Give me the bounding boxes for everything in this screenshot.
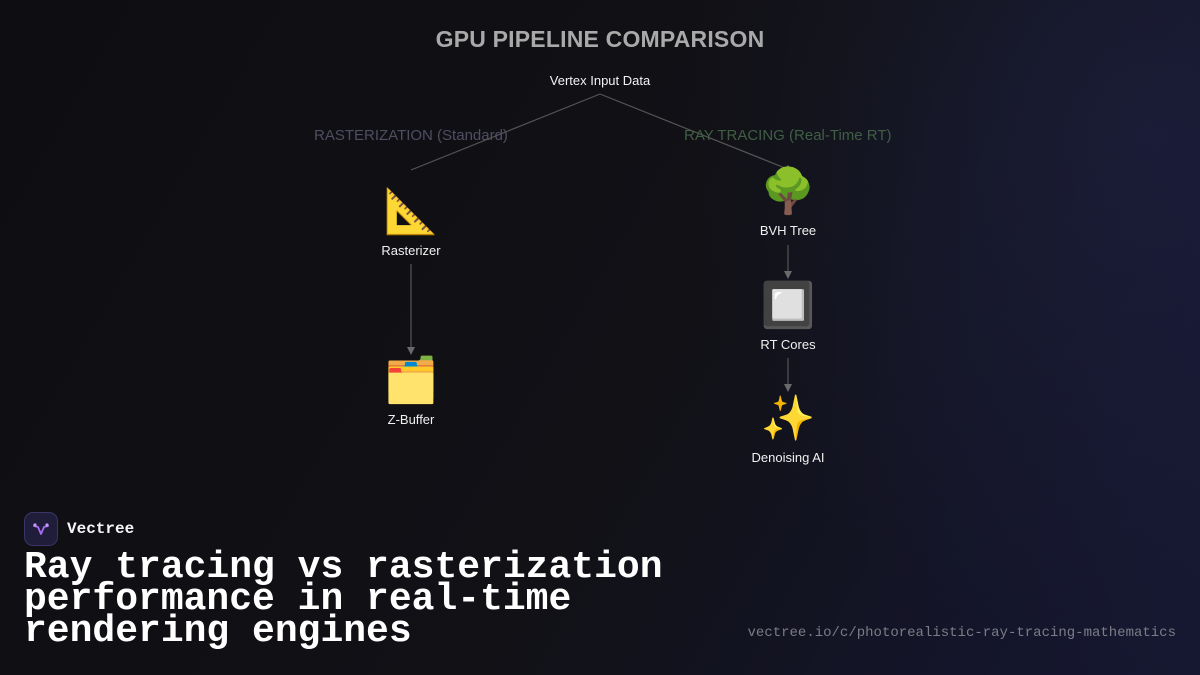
raytracing-branch-label: RAY TRACING (Real-Time RT) [684,127,892,144]
brand-name: Vectree [67,520,135,538]
root-node-label: Vertex Input Data [549,73,651,88]
card-index-dividers-icon: 🗂️ [383,356,439,405]
bvh-tree-label: BVH Tree [759,223,817,238]
denoising-ai-label: Denoising AI [751,450,825,465]
brand: Vectree [24,512,134,546]
rasterization-branch-label: RASTERIZATION (Standard) [314,127,508,144]
denoising-ai-node: ✨ Denoising AI [718,394,858,465]
triangular-ruler-icon: 📐 [383,187,439,236]
black-square-button-icon: 🔲 [760,281,816,330]
bvh-tree-node: 🌳 BVH Tree [718,167,858,238]
zbuffer-node: 🗂️ Z-Buffer [341,356,481,427]
rt-cores-node: 🔲 RT Cores [718,281,858,352]
rasterizer-node: 📐 Rasterizer [341,187,481,258]
source-url: vectree.io/c/photorealistic-ray-tracing-… [747,625,1176,641]
edge-root-to-raytracing [599,93,794,173]
sparkles-icon: ✨ [760,394,816,443]
zbuffer-label: Z-Buffer [387,412,435,427]
rasterizer-label: Rasterizer [381,243,441,258]
diagram-title: GPU PIPELINE COMPARISON [435,26,765,52]
rt-cores-label: RT Cores [760,337,816,352]
edge-root-to-rasterization [410,93,601,171]
article-headline: Ray tracing vs rasterization performance… [24,546,663,653]
background-glow [680,0,1200,675]
vectree-logo-icon [24,512,58,546]
tree-icon: 🌳 [760,167,816,216]
